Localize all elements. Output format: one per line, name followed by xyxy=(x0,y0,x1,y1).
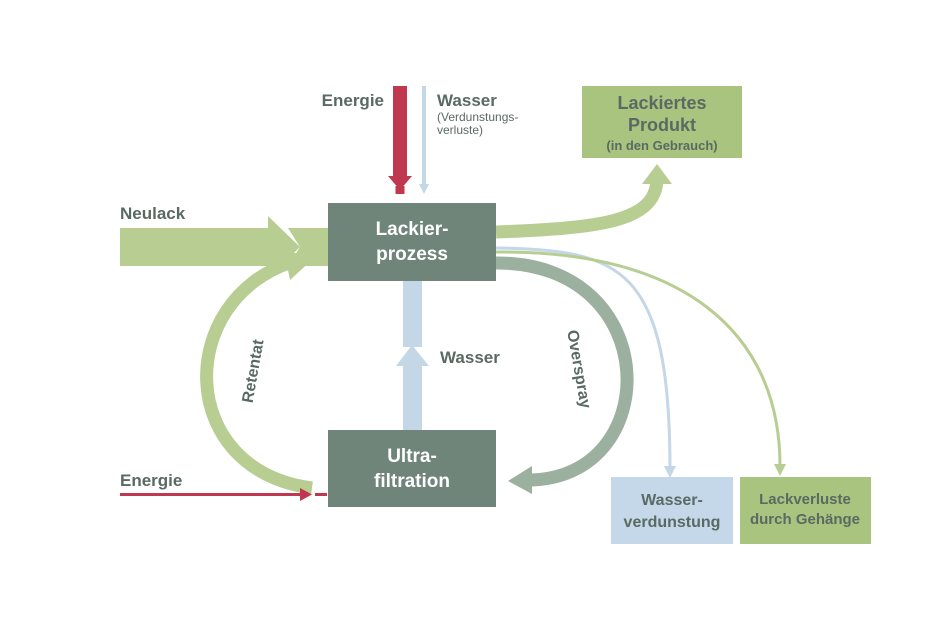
energie-bottom-arrow xyxy=(120,488,327,501)
retentat-loop xyxy=(200,255,313,495)
node-wasserverdunstung: Wasser- verdunstung xyxy=(611,477,733,544)
lackierprozess-line1: Lackier- xyxy=(376,219,449,240)
ultrafiltration-line2: filtration xyxy=(374,471,450,492)
retentat-arrowhead xyxy=(284,250,314,280)
retentat-label: Retentat xyxy=(240,338,268,405)
energie-top-label: Energie xyxy=(322,91,384,110)
produkt-line2: Produkt xyxy=(628,115,696,135)
overspray-label: Overspray xyxy=(563,329,594,410)
lackverluste-line1: Lackverluste xyxy=(759,491,851,508)
ultrafiltration-line1: Ultra- xyxy=(387,446,437,467)
lackverluste-flow xyxy=(495,250,782,467)
neulack-label: Neulack xyxy=(120,204,186,223)
produkt-line1: Lackiertes xyxy=(617,93,706,113)
wasser-top-label: Wasser xyxy=(437,91,497,110)
wasser-top-sub1: (Verdunstungs- xyxy=(437,110,518,124)
lackierprozess-line2: prozess xyxy=(376,244,448,265)
energie-top-arrow xyxy=(388,86,412,194)
node-lackiertes-produkt: Lackiertes Produkt (in den Gebrauch) xyxy=(582,86,742,158)
produkt-arrowhead xyxy=(642,164,672,184)
overspray-loop xyxy=(495,256,634,487)
node-lackierprozess: Lackier- prozess xyxy=(328,203,496,281)
lackverluste-arrowhead xyxy=(774,464,786,476)
produkt-flow xyxy=(495,179,664,239)
wasserverdunstung-line1: Wasser- xyxy=(641,492,703,509)
verdunstung-flow xyxy=(495,246,672,471)
node-ultrafiltration: Ultra- filtration xyxy=(328,430,496,507)
overspray-arrowhead xyxy=(508,466,532,494)
energie-bottom-label: Energie xyxy=(120,471,182,490)
verdunstung-arrowhead xyxy=(664,466,676,478)
wasserverdunstung-line2: verdunstung xyxy=(624,514,721,531)
wasser-top-arrow xyxy=(419,86,429,194)
produkt-line3: (in den Gebrauch) xyxy=(606,138,717,153)
wasser-mid-label: Wasser xyxy=(440,348,500,367)
node-lackverluste: Lackverluste durch Gehänge xyxy=(740,477,871,544)
wasser-top-sub2: verluste) xyxy=(437,123,483,137)
wasser-up-arrow xyxy=(396,281,429,430)
lackverluste-line2: durch Gehänge xyxy=(750,511,860,528)
